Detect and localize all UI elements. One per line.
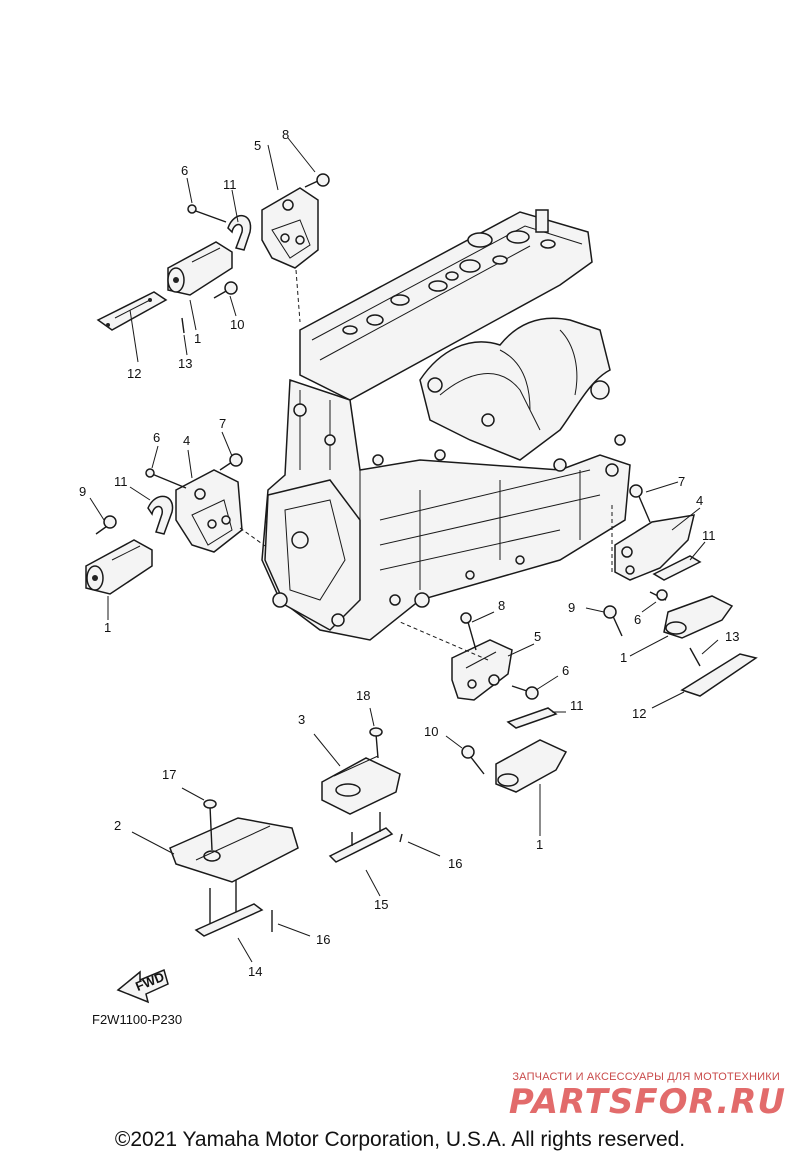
callout-label: 16 xyxy=(448,856,462,871)
callout-label: 6 xyxy=(181,163,188,178)
engine-bracket xyxy=(261,187,319,269)
callout-label: 11 xyxy=(570,698,584,713)
callout-label: 8 xyxy=(282,127,289,142)
engine-bracket xyxy=(175,469,243,553)
callout-label: 1 xyxy=(536,837,543,852)
callout-label: 1 xyxy=(620,650,627,665)
callout-label: 5 xyxy=(254,138,261,153)
bolt-icon xyxy=(219,453,243,471)
shim-plate xyxy=(652,555,702,581)
mount-block xyxy=(321,757,401,815)
callout-label: 3 xyxy=(298,712,305,727)
callout-label: 1 xyxy=(104,620,111,635)
mount-group-center xyxy=(399,611,568,836)
diagram-code: F2W1100-P230 xyxy=(92,1012,182,1027)
callout-label: 9 xyxy=(568,600,575,615)
callout-label: 11 xyxy=(702,528,716,543)
callout-label: 6 xyxy=(153,430,160,445)
mount-cover-plate xyxy=(169,817,299,883)
mount-group-bottom xyxy=(131,707,441,963)
callout-label: 18 xyxy=(356,688,370,703)
callout-label: 16 xyxy=(316,932,330,947)
watermark-tagline: ЗАПЧАСТИ И АКСЕССУАРЫ ДЛЯ МОТОТЕХНИКИ xyxy=(512,1071,780,1083)
bolt-icon xyxy=(213,281,238,299)
mount-group-mid-left xyxy=(85,431,269,620)
callout-label: 10 xyxy=(230,317,244,332)
callout-label: 11 xyxy=(114,474,128,489)
callout-label: 5 xyxy=(534,629,541,644)
callout-label: 10 xyxy=(424,724,438,739)
callout-label: 13 xyxy=(725,629,739,644)
callout-label: 2 xyxy=(114,818,121,833)
callout-label: 6 xyxy=(634,612,641,627)
callout-label: 17 xyxy=(162,767,176,782)
mount-plate xyxy=(680,653,758,697)
callout-label: 7 xyxy=(219,416,226,431)
callout-label: 4 xyxy=(696,493,703,508)
bolt-icon xyxy=(187,204,227,223)
copyright-notice: ©2021 Yamaha Motor Corporation, U.S.A. A… xyxy=(114,1128,686,1151)
callout-numbers: 5 8 6 11 10 1 12 13 6 4 7 11 9 1 7 4 11 … xyxy=(79,127,739,979)
shim-plate xyxy=(147,495,174,535)
bolt-icon xyxy=(304,173,330,188)
bolt-icon xyxy=(629,484,651,523)
mount-bracket xyxy=(194,903,264,937)
bolt-icon xyxy=(461,745,485,775)
bolt-icon xyxy=(145,468,187,489)
mount-group-right xyxy=(585,481,758,709)
engine-bracket xyxy=(614,514,695,581)
bolt-icon xyxy=(95,515,117,535)
callout-label: 4 xyxy=(183,433,190,448)
callout-label: 12 xyxy=(632,706,646,721)
callout-label: 7 xyxy=(678,474,685,489)
callout-label: 14 xyxy=(248,964,262,979)
watermark-brand: PARTSFOR.RU xyxy=(508,1082,786,1122)
callout-label: 11 xyxy=(223,177,237,192)
callout-label: 9 xyxy=(79,484,86,499)
bolt-icon xyxy=(460,612,477,651)
bolt-icon xyxy=(203,799,217,851)
head-ports xyxy=(342,230,556,335)
shim-plate xyxy=(227,215,252,251)
callout-label: 8 xyxy=(498,598,505,613)
engine-block xyxy=(261,209,631,641)
callout-label: 6 xyxy=(562,663,569,678)
callout-label: 1 xyxy=(194,331,201,346)
mount-group-top-left xyxy=(96,137,330,363)
callout-label: 15 xyxy=(374,897,388,912)
bolt-icon xyxy=(649,589,668,601)
callout-label: 12 xyxy=(127,366,141,381)
callout-label: 13 xyxy=(178,356,192,371)
shim-plate xyxy=(506,707,558,729)
bolt-icon xyxy=(603,605,623,637)
engine-bracket xyxy=(451,639,513,701)
fwd-arrow-icon: FWD xyxy=(116,968,169,1004)
bolt-icon xyxy=(369,727,383,759)
mount-bracket xyxy=(328,827,394,863)
bolt-icon xyxy=(511,685,539,700)
